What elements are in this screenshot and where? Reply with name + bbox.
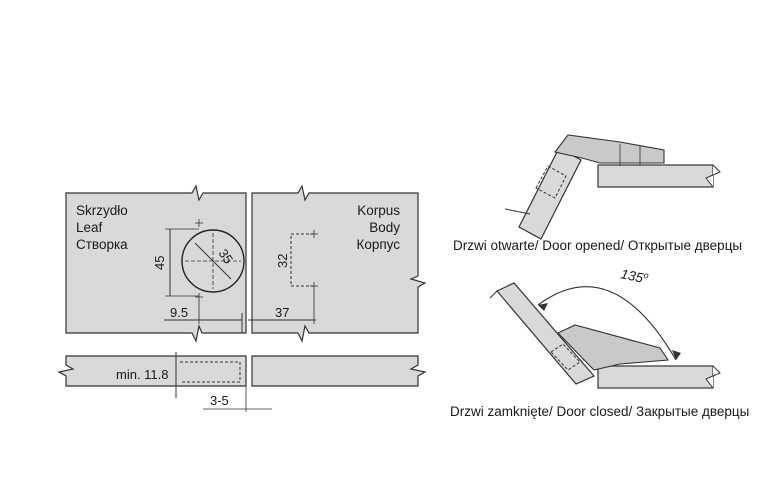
cup-hole [181,229,245,293]
overlap-label: 3-5 [210,393,229,408]
leaf-label-pl: Skrzydło [76,203,128,218]
min-thickness-label: min. 11.8 [116,367,169,382]
closed-caption: Drzwi zamknięte/ Door closed/ Закрытые д… [450,404,749,419]
body-label-ru: Корпус [356,237,400,252]
body-panel [251,184,427,343]
diameter-label: 35 [216,246,237,266]
leaf-label-ru: Створка [76,237,128,252]
angle-label: 135o [619,265,649,286]
dim-9-5-label: 9.5 [170,305,188,320]
hinge-closed-illustration [489,282,721,389]
dim-32-label: 32 [275,254,290,268]
opened-caption: Drzwi otwarte/ Door opened/ Открытые две… [453,238,742,253]
hinge-opened-illustration [504,134,721,240]
section-body [251,355,427,387]
leaf-label-en: Leaf [76,220,103,235]
body-label-en: Body [369,220,400,235]
dim-37-label: 37 [275,305,289,320]
dim-45-label: 45 [152,256,167,270]
body-label-pl: Korpus [357,203,400,218]
leaf-panel [65,184,247,343]
section-leaf [57,355,247,387]
